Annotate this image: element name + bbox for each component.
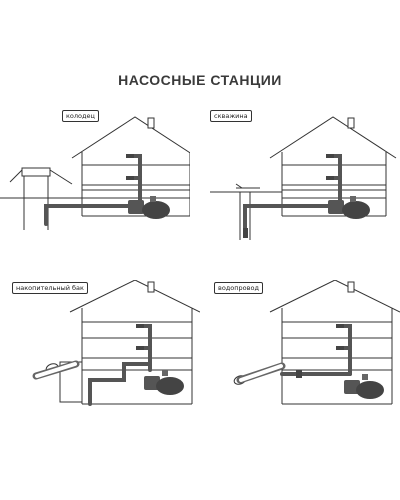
panel-label-well: колодец	[62, 110, 99, 122]
panel-label-water-mains: водопровод	[214, 282, 263, 294]
borehole-diagram	[210, 116, 397, 240]
well-diagram	[0, 116, 190, 230]
panel-well: колодец	[0, 100, 190, 250]
storage-tank-diagram	[32, 280, 200, 406]
pump-icon	[128, 196, 170, 219]
panel-borehole: скважина	[200, 100, 397, 250]
pump-icon	[344, 374, 384, 399]
pump-icon	[144, 370, 184, 395]
page-title: НАСОСНЫЕ СТАНЦИИ	[118, 72, 282, 88]
pump-icon	[328, 196, 370, 219]
panel-label-borehole: скважина	[210, 110, 252, 122]
panel-water-mains: водопровод	[200, 280, 400, 430]
panel-storage-tank: накопительный бак	[0, 280, 200, 430]
water-mains-diagram	[233, 280, 400, 405]
panel-label-storage-tank: накопительный бак	[12, 282, 88, 294]
